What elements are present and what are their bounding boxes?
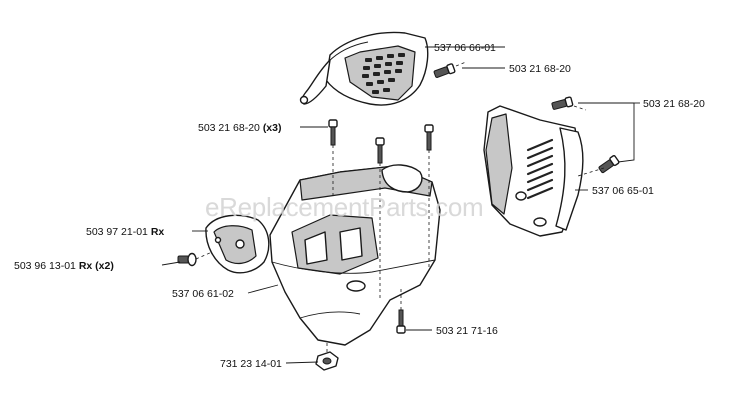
label-housing-screws: 503 21 68-20 (x3) — [198, 122, 282, 134]
nut-part[interactable] — [315, 351, 339, 371]
right-cover-screw-lower[interactable] — [598, 155, 620, 174]
housing-screw-3[interactable] — [424, 124, 434, 151]
right-cover-screw-upper[interactable] — [551, 96, 574, 111]
bracket-part[interactable] — [205, 214, 270, 274]
right-cover-part[interactable] — [483, 105, 584, 237]
housing-screw-1[interactable] — [328, 119, 338, 146]
top-cover-screw[interactable] — [433, 63, 456, 79]
label-bracket-screw: 503 96 13-01 Rx (x2) — [14, 260, 114, 272]
label-right-cover: 537 06 65-01 — [592, 185, 654, 197]
housing-screw-2[interactable] — [375, 137, 385, 164]
assembly-guides — [195, 61, 605, 352]
label-bracket: 503 97 21-01 Rx — [86, 226, 164, 238]
label-right-cover-screws: 503 21 68-20 — [643, 98, 705, 110]
label-top-cover: 537 06 66-01 — [434, 42, 496, 54]
bracket-screw[interactable] — [177, 252, 197, 267]
main-housing-part[interactable] — [269, 164, 441, 346]
label-bracket-num: 503 97 21-01 — [86, 226, 148, 238]
label-housing-screws-qty: (x3) — [263, 122, 282, 134]
label-top-cover-screw: 503 21 68-20 — [509, 63, 571, 75]
top-cover-part[interactable] — [299, 31, 429, 106]
label-bottom-screw: 503 21 71-16 — [436, 325, 498, 337]
label-bracket-screw-rx: Rx (x2) — [79, 260, 114, 272]
label-bracket-screw-num: 503 96 13-01 — [14, 260, 76, 272]
label-bracket-rx: Rx — [151, 226, 165, 238]
label-housing: 537 06 61-02 — [172, 288, 234, 300]
bottom-screw[interactable] — [396, 309, 406, 334]
watermark-text: eReplacementParts.com — [205, 192, 483, 222]
leader-lines — [161, 46, 640, 364]
label-housing-screws-num: 503 21 68-20 — [198, 122, 260, 134]
label-nut: 731 23 14-01 — [220, 358, 282, 370]
